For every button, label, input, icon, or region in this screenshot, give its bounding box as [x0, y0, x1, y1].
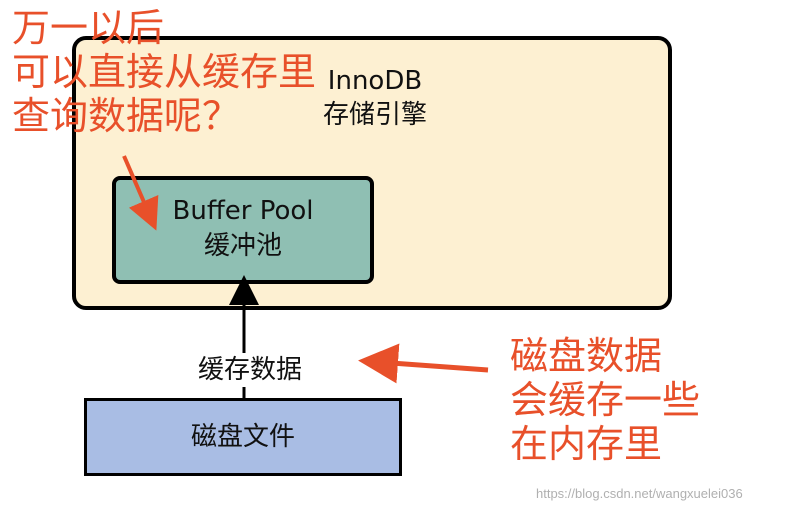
note-top-pointer-arrow	[122, 155, 159, 231]
note-right-line: 在内存里	[510, 422, 663, 466]
note-right-line: 会缓存一些	[510, 378, 701, 422]
note-top-line: 查询数据呢？	[12, 94, 241, 138]
watermark: https://blog.csdn.net/wangxuelei036	[536, 486, 743, 501]
note-right-pointer-arrow	[358, 343, 489, 384]
storage-engine-label: 存储引擎	[322, 100, 427, 130]
note-top-line: 万一以后	[12, 6, 165, 50]
buffer-pool-label: Buffer Pool	[172, 196, 314, 226]
note-right-line: 磁盘数据	[510, 334, 663, 378]
innodb-label: InnoDB	[327, 66, 423, 96]
disk-file-box	[84, 398, 402, 476]
note-top-annotation: 万一以后 可以直接从缓存里 查询数据呢？	[12, 6, 316, 138]
buffer-pool-title: Buffer Pool 缓冲池	[112, 194, 374, 264]
note-top-line: 可以直接从缓存里	[12, 50, 317, 94]
buffer-pool-cn-label: 缓冲池	[203, 231, 282, 261]
note-right-annotation: 磁盘数据 会缓存一些 在内存里	[510, 334, 700, 466]
cache-data-label: 缓存数据	[175, 353, 325, 387]
innodb-engine-title: InnoDB 存储引擎	[300, 64, 450, 132]
buffer-pool-box	[112, 176, 374, 284]
disk-file-label: 磁盘文件	[190, 422, 295, 452]
